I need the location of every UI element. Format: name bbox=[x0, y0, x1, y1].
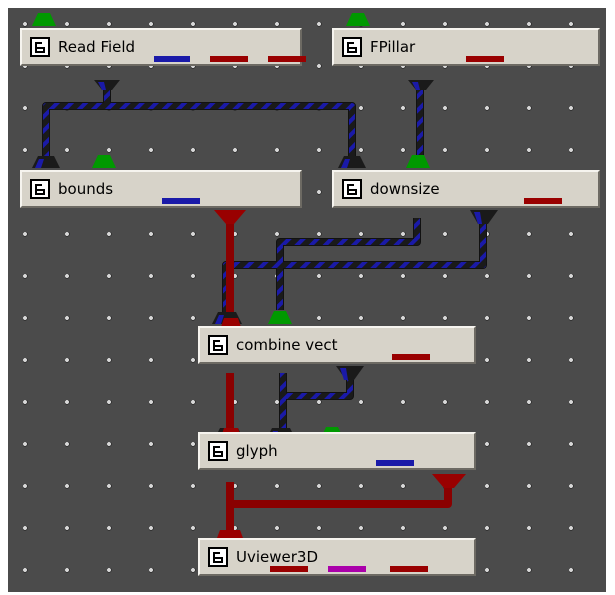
output-port-geometry[interactable] bbox=[524, 198, 562, 204]
module-icon bbox=[208, 335, 228, 355]
module-icon bbox=[342, 37, 362, 57]
module-downsize[interactable]: downsize bbox=[332, 170, 600, 208]
module-glyph[interactable]: glyph bbox=[198, 432, 476, 470]
module-label: Uviewer3D bbox=[236, 548, 319, 566]
network-editor-canvas[interactable]: Read Field FPillar bounds downsize combi… bbox=[8, 8, 606, 592]
module-icon bbox=[208, 441, 228, 461]
module-icon bbox=[30, 179, 50, 199]
output-port-field[interactable] bbox=[154, 56, 190, 62]
module-read-field[interactable]: Read Field bbox=[20, 28, 306, 66]
module-fpillar[interactable]: FPillar bbox=[332, 28, 600, 66]
module-combine-vect[interactable]: combine vect bbox=[198, 326, 476, 364]
module-bounds[interactable]: bounds bbox=[20, 170, 302, 208]
output-port-geometry[interactable] bbox=[466, 56, 504, 62]
wire-combinevect-to-glyph[interactable] bbox=[279, 373, 354, 428]
module-uviewer3d[interactable]: Uviewer3D bbox=[198, 538, 476, 576]
module-label: bounds bbox=[58, 180, 114, 198]
module-icon bbox=[342, 179, 362, 199]
output-port-geometry[interactable] bbox=[392, 354, 430, 360]
module-icon bbox=[208, 547, 228, 567]
wire-readfield-to-bounds-downsize[interactable] bbox=[42, 86, 356, 158]
output-ports bbox=[94, 80, 498, 488]
module-label: Read Field bbox=[58, 38, 136, 56]
output-port-geometry-2[interactable] bbox=[268, 56, 306, 62]
wire-downsize-to-combinevect[interactable] bbox=[222, 218, 487, 322]
module-label: glyph bbox=[236, 442, 278, 460]
output-port-field[interactable] bbox=[376, 460, 414, 466]
output-port-geometry-2[interactable] bbox=[390, 566, 428, 572]
output-port-geometry[interactable] bbox=[210, 56, 248, 62]
output-port-geometry[interactable] bbox=[270, 566, 308, 572]
connection-wires bbox=[32, 13, 498, 546]
module-icon bbox=[30, 37, 50, 57]
wire-glyph-to-uviewer3d[interactable] bbox=[226, 482, 452, 530]
output-port-field[interactable] bbox=[162, 198, 200, 204]
module-label: combine vect bbox=[236, 336, 338, 354]
output-port-misc[interactable] bbox=[328, 566, 366, 572]
module-label: downsize bbox=[370, 180, 440, 198]
module-label: FPillar bbox=[370, 38, 416, 56]
